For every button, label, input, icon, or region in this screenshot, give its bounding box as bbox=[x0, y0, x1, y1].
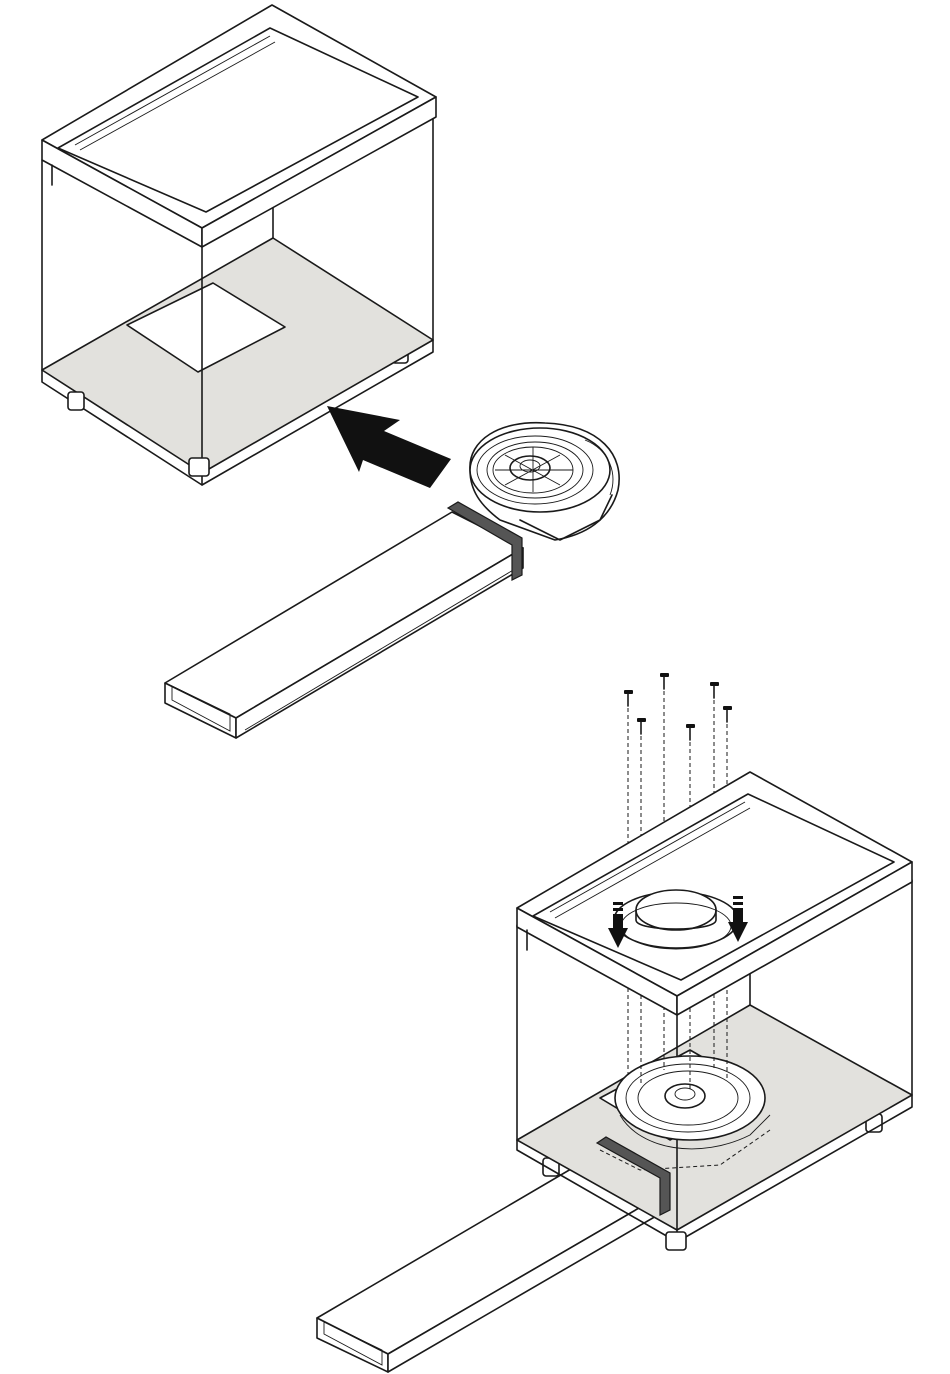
step-1-group bbox=[42, 5, 619, 738]
cabinet-1-front-leg-right bbox=[189, 458, 209, 476]
screw-1 bbox=[624, 690, 633, 706]
screw-2 bbox=[660, 673, 669, 689]
duct-1 bbox=[165, 512, 523, 738]
screw-3 bbox=[710, 682, 719, 698]
screw-4 bbox=[637, 718, 646, 734]
cabinet-2-front-leg bbox=[666, 1232, 686, 1250]
screw-6 bbox=[723, 706, 732, 722]
screws bbox=[624, 673, 732, 740]
insert-arrow bbox=[327, 406, 451, 488]
cabinet-2-top-frame bbox=[517, 772, 912, 1015]
cabinet-1 bbox=[42, 5, 436, 485]
cabinet-1-front-leg-left bbox=[68, 392, 84, 410]
screw-5 bbox=[686, 724, 695, 740]
cabinet-1-top-frame bbox=[42, 5, 436, 247]
cabinet-2 bbox=[517, 691, 912, 1250]
step-2-group bbox=[317, 673, 912, 1372]
